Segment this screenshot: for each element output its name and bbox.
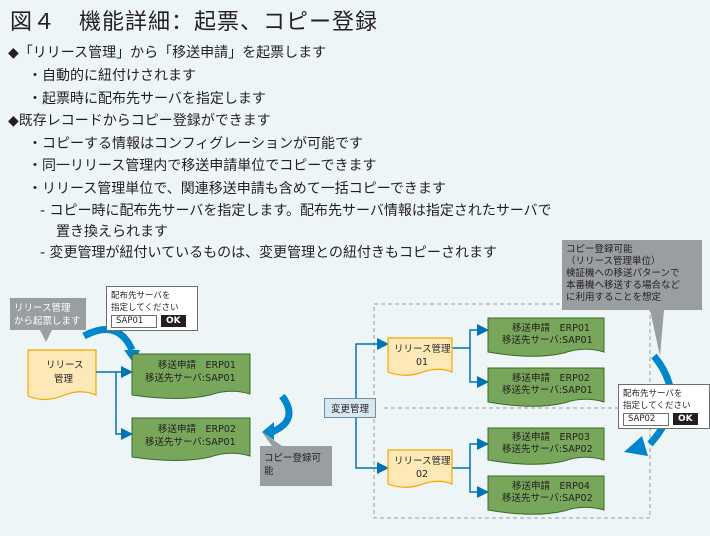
release-doc-left-line1: リリース bbox=[46, 360, 84, 371]
erp01-right-line2: 移送先サーバ:SAP01 bbox=[502, 334, 593, 346]
bullet-specify-server: ・起票時に配布先サーバを指定します bbox=[28, 91, 266, 107]
bullet-issue: ◆「リリース管理」から「移送申請」を起票します bbox=[8, 45, 327, 61]
transfer-doc-erp02-left: 移送申請 ERP02 移送先サーバ:SAP01 bbox=[131, 417, 251, 461]
release-doc-01-line2: 01 bbox=[416, 357, 428, 368]
erp02-left-line2: 移送先サーバ:SAP01 bbox=[145, 436, 236, 448]
transfer-doc-erp04-right: 移送申請 ERP04 移送先サーバ:SAP02 bbox=[487, 475, 605, 515]
release-doc-02: リリース管理 02 bbox=[387, 449, 453, 488]
release-doc-01-line1: リリース管理 bbox=[394, 343, 451, 355]
server-dialog-left: 配布先サーバを 指定してください SAP01 OK bbox=[106, 286, 198, 331]
server-dialog-left-label2: 指定してください bbox=[111, 303, 179, 313]
ok-button-left[interactable]: OK bbox=[161, 315, 186, 327]
erp04-right-line2: 移送先サーバ:SAP02 bbox=[502, 492, 593, 504]
transfer-doc-erp01-right: 移送申請 ERP01 移送先サーバ:SAP01 bbox=[487, 317, 605, 357]
release-issue-callout: リリース管理 から起票します bbox=[10, 298, 86, 342]
server-dialog-right: 配布先サーバを 指定してください SAP02 OK bbox=[618, 384, 710, 429]
release-doc-02-line2: 02 bbox=[416, 469, 428, 480]
ok-button-right[interactable]: OK bbox=[673, 413, 698, 425]
server-dialog-right-label1: 配布先サーバを bbox=[623, 389, 683, 399]
transfer-doc-erp03-right: 移送申請 ERP03 移送先サーバ:SAP02 bbox=[487, 427, 605, 465]
page-title: 図４ 機能詳細：起票、コピー登録 bbox=[10, 10, 379, 35]
copy-callout-right-line1: コピー登録可能 bbox=[566, 243, 633, 255]
release-issue-callout-line2: から起票します bbox=[14, 316, 81, 327]
bullet-bulk-copy: ・リリース管理単位で、関連移送申請も含めて一括コピーできます bbox=[28, 181, 446, 197]
erp02-right-line2: 移送先サーバ:SAP01 bbox=[502, 384, 593, 396]
release-doc-01: リリース管理 01 bbox=[387, 337, 453, 376]
server-dialog-left-label1: 配布先サーバを bbox=[111, 291, 171, 301]
server-input-left[interactable]: SAP01 bbox=[111, 315, 157, 328]
release-doc-left: リリース 管理 bbox=[27, 349, 97, 401]
server-input-right[interactable]: SAP02 bbox=[623, 413, 669, 426]
erp01-right-line1: 移送申請 ERP01 bbox=[512, 322, 590, 334]
subbullet-change-link: - 変更管理が紐付いているものは、変更管理との紐付きもコピーされます bbox=[40, 245, 497, 261]
copy-callout-left-line1: コピー登録可 bbox=[264, 452, 321, 464]
copy-arrow-left bbox=[262, 393, 293, 440]
right-connectors bbox=[355, 324, 489, 498]
copy-callout-left: コピー登録可 能 bbox=[260, 432, 332, 486]
copy-callout-right-line3: 検証機への移送パターンで bbox=[566, 267, 680, 279]
copy-callout-right-line4: 本番機へ移送する場合など bbox=[566, 279, 681, 291]
bullet-copy: ◆既存レコードからコピー登録ができます bbox=[8, 113, 271, 129]
transfer-doc-erp01-left: 移送申請 ERP01 移送先サーバ:SAP01 bbox=[131, 353, 251, 399]
release-doc-02-line1: リリース管理 bbox=[394, 455, 451, 467]
copy-callout-right-line5: に利用することを想定 bbox=[566, 291, 662, 303]
left-connectors bbox=[96, 366, 133, 440]
bullet-config: ・コピーする情報はコンフィグレーションが可能です bbox=[28, 136, 364, 152]
bullet-same-release: ・同一リリース管理内で移送申請単位でコピーできます bbox=[28, 158, 377, 174]
erp03-right-line2: 移送先サーバ:SAP02 bbox=[502, 443, 593, 455]
erp02-left-line1: 移送申請 ERP02 bbox=[158, 423, 236, 435]
change-management-box: 変更管理 bbox=[324, 398, 377, 418]
bullet-auto-link: ・自動的に紐付けされます bbox=[28, 68, 196, 84]
erp01-left-line2: 移送先サーバ:SAP01 bbox=[145, 372, 236, 384]
copy-callout-right-line2: （リリース管理単位） bbox=[566, 255, 661, 267]
subbullet-server-replace-cont: 置き換えられます bbox=[56, 224, 168, 240]
copy-callout-left-line2: 能 bbox=[264, 465, 274, 477]
release-issue-callout-line1: リリース管理 bbox=[14, 302, 71, 314]
copy-callout-right: コピー登録可能 （リリース管理単位） 検証機への移送パターンで 本番機へ移送する… bbox=[562, 240, 702, 356]
server-dialog-right-label2: 指定してください bbox=[623, 401, 691, 411]
erp02-right-line1: 移送申請 ERP02 bbox=[512, 372, 590, 384]
subbullet-server-replace: - コピー時に配布先サーバを指定します。配布先サーバ情報は指定されたサーバで bbox=[40, 203, 552, 219]
erp01-left-line1: 移送申請 ERP01 bbox=[158, 359, 236, 371]
release-doc-left-line2: 管理 bbox=[54, 373, 74, 385]
erp04-right-line1: 移送申請 ERP04 bbox=[512, 480, 590, 492]
transfer-doc-erp02-right: 移送申請 ERP02 移送先サーバ:SAP01 bbox=[487, 367, 605, 407]
erp03-right-line1: 移送申請 ERP03 bbox=[512, 431, 590, 443]
